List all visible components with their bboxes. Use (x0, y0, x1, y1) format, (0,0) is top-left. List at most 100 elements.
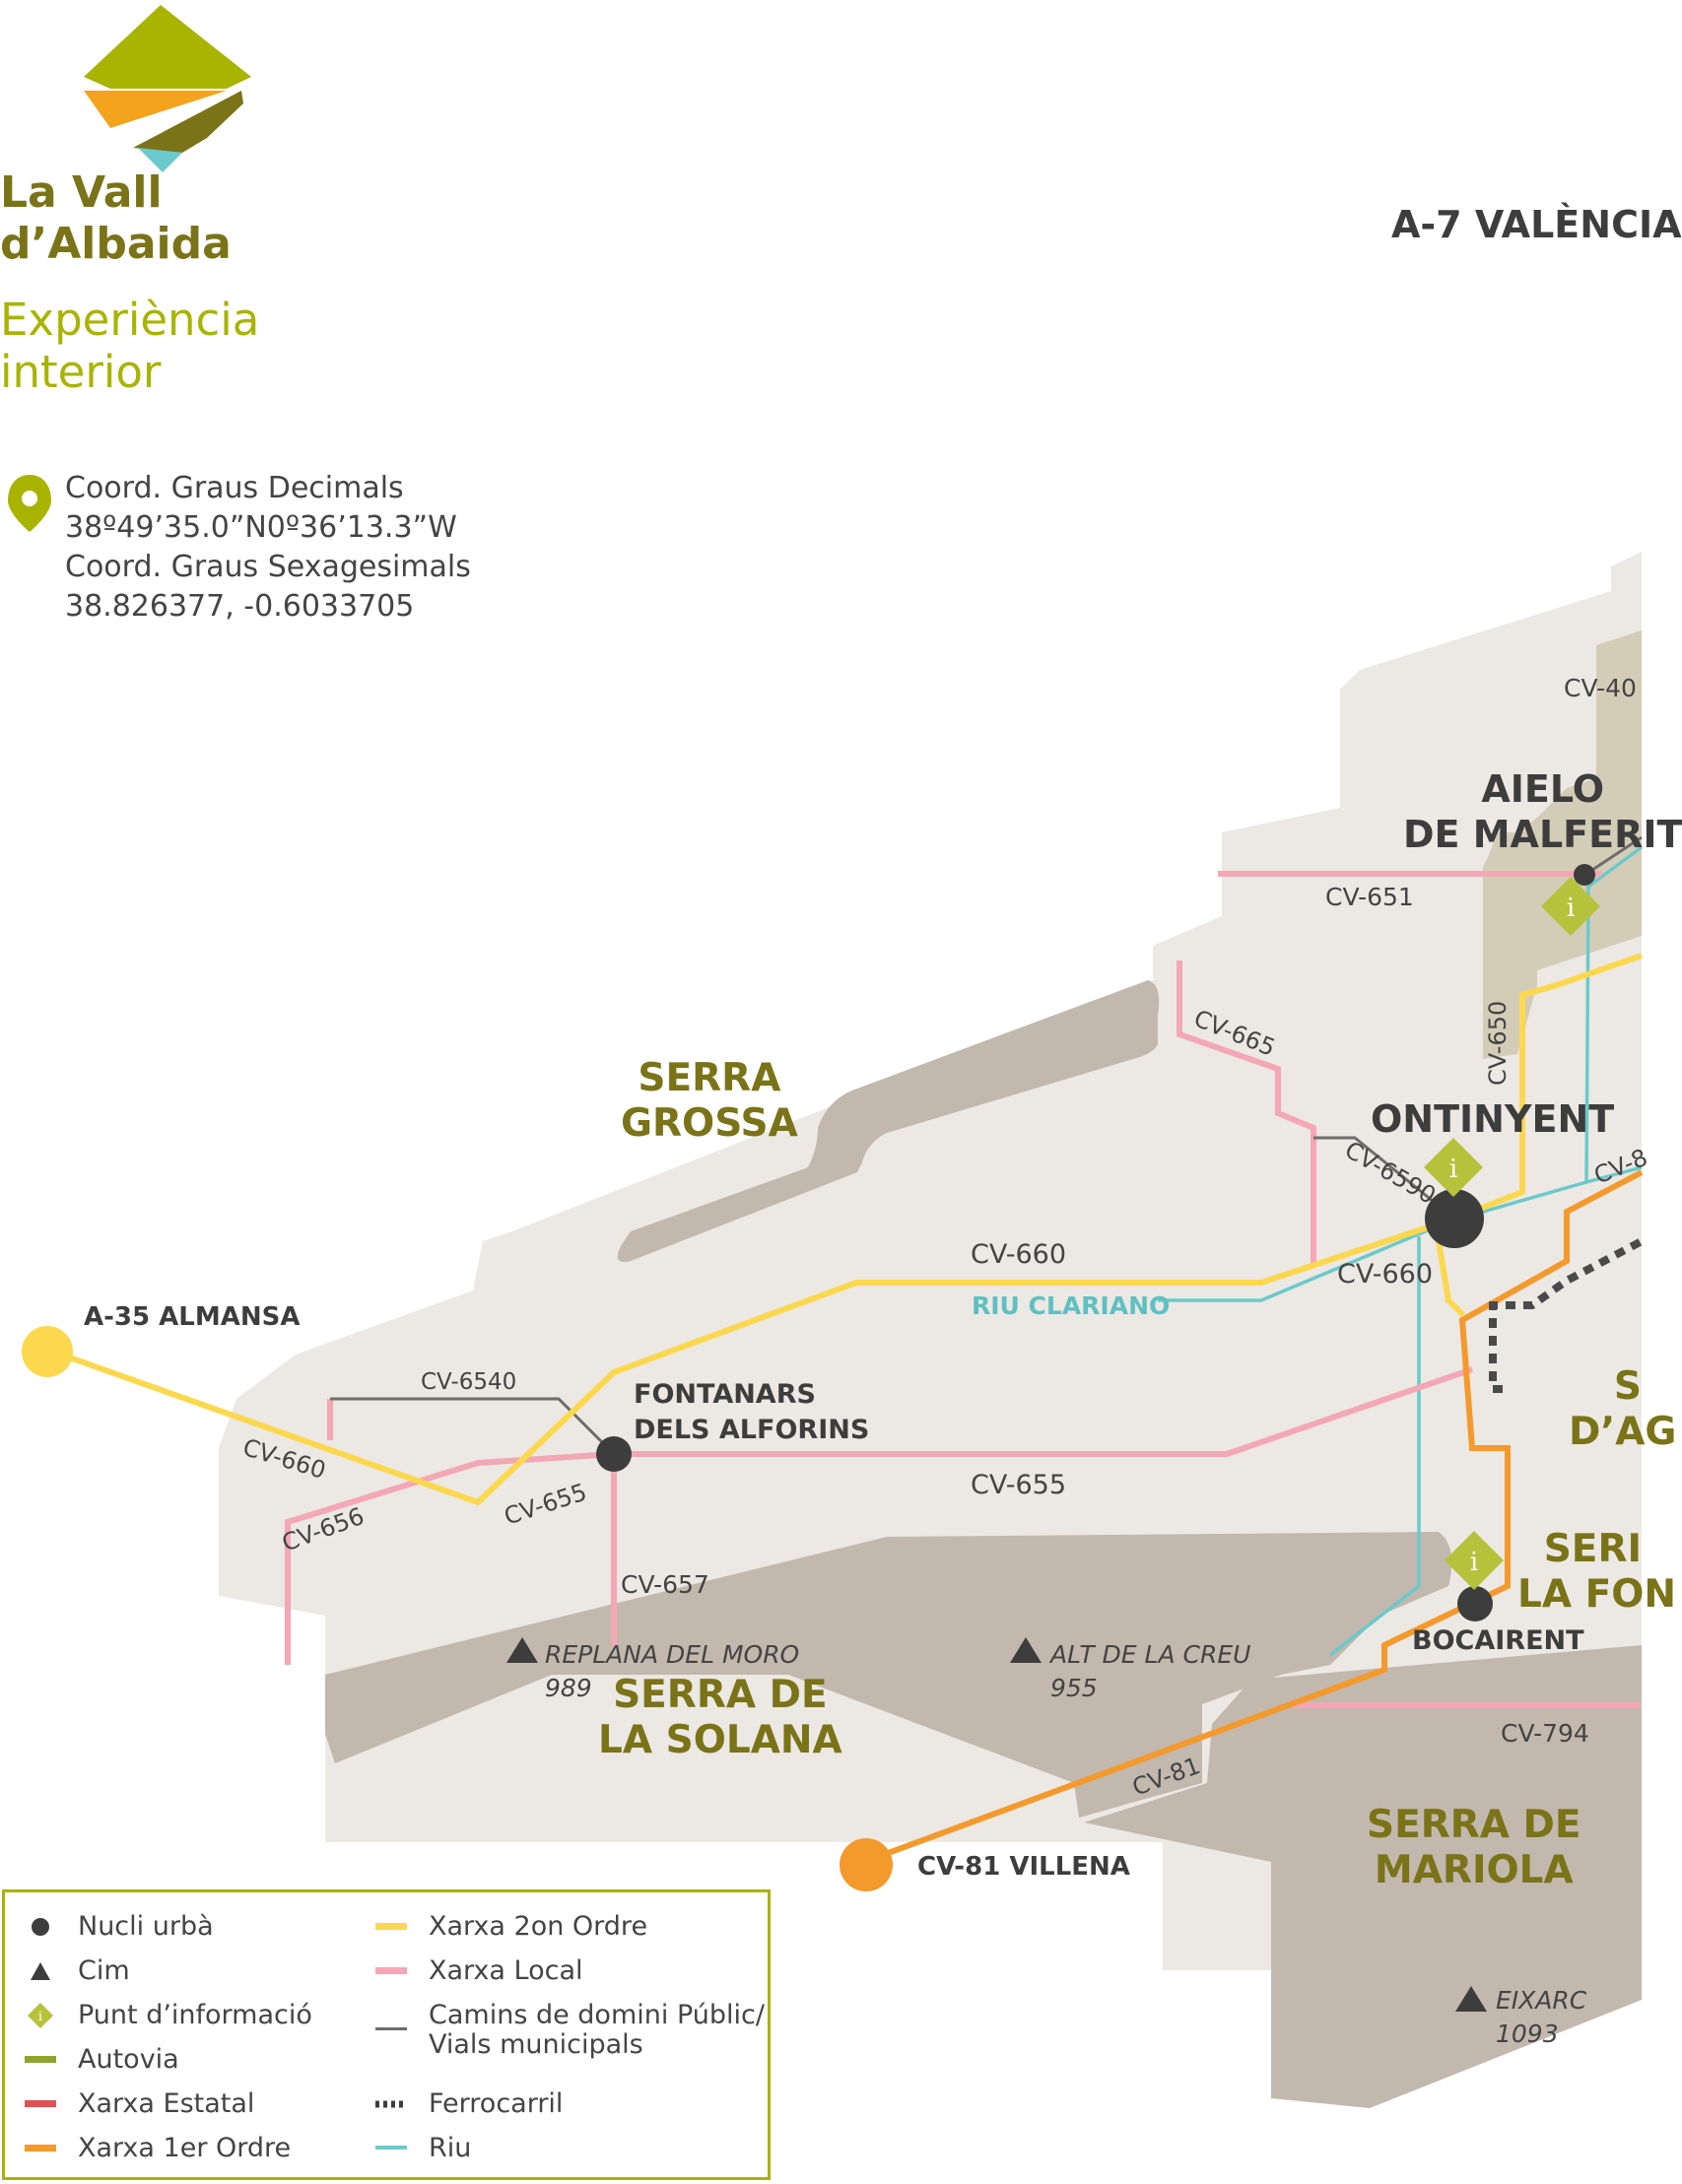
road-label-cv651: CV-651 (1325, 883, 1414, 911)
legend-motorway-label: Autovia (78, 2044, 179, 2075)
svg-text:i: i (1567, 893, 1575, 923)
town-fontanars-line2: DELS ALFORINS (634, 1415, 870, 1445)
legend-motorway: Autovia (21, 2045, 179, 2075)
destination-cv81: CV-81 VILLENA (917, 1852, 1130, 1882)
peak-icon (21, 1956, 60, 1986)
river-line-icon (371, 2134, 411, 2163)
svg-text:i: i (38, 2010, 42, 2024)
svg-text:i: i (1470, 1548, 1478, 1577)
peak-altcreu: ALT DE LA CREU 955 (1050, 1638, 1250, 1705)
state-road-line-icon (21, 2089, 60, 2119)
legend-paths-label: Camins de domini Públic/ Vials municipal… (429, 2001, 765, 2060)
second-order-line-icon (371, 1912, 411, 1942)
legend-first-label: Xarxa 1er Ordre (78, 2133, 292, 2163)
first-order-road-lines (862, 1169, 1644, 1865)
sierra-fontanella-line1: SERI (1543, 1527, 1642, 1571)
sierra-agullent: S D’AG (1569, 1364, 1677, 1455)
brand-tagline-line2: interior (0, 346, 162, 398)
railway-line (1489, 1237, 1644, 1393)
first-order-line-icon (21, 2134, 60, 2163)
coordinates-block: Coord. Graus Decimals 38º49’35.0”N0º36’1… (65, 469, 471, 627)
sierra-solana-line1: SERRA DE (613, 1673, 828, 1717)
legend-info-label: Punt d’informació (78, 2000, 312, 2030)
town-bocairent: BOCAIRENT (1412, 1625, 1584, 1656)
peak-eixarc: EIXARC 1093 (1496, 1984, 1586, 2051)
railway-line-icon (371, 2089, 411, 2119)
legend-state-label: Xarxa Estatal (78, 2088, 255, 2119)
road-label-cv660b: CV-660 (971, 1239, 1067, 1270)
peak-icon-altcreu (1010, 1637, 1042, 1663)
ontinyent-dot (1425, 1189, 1484, 1248)
brand-name-line2: d’Albaida (0, 219, 232, 269)
svg-text:i: i (1449, 1155, 1457, 1184)
info-diamond-icon: i (21, 2001, 60, 2030)
sierra-mariola: SERRA DE MARIOLA (1367, 1803, 1581, 1893)
legend-urban: Nucli urbà (21, 1912, 214, 1942)
secondary-road-lines (45, 953, 1643, 1506)
region-map: i i i CV-650 CV-665 CV-6590 CV-660 CV-65… (8, 5, 1651, 2108)
legend-local-label: Xarxa Local (429, 1955, 583, 1986)
motorway-line-icon (21, 2045, 60, 2075)
sierra-grossa-line1: SERRA (638, 1056, 781, 1100)
legend-river-label: Riu (429, 2133, 472, 2163)
peak-icon-replana (506, 1637, 538, 1663)
road-label-cv650: CV-650 (1484, 1001, 1512, 1086)
legend-river: Riu (371, 2134, 471, 2163)
road-label-cv660c: CV-660 (1337, 1259, 1434, 1290)
peak-replana: REPLANA DEL MORO 989 (545, 1638, 799, 1705)
local-road-line-icon (371, 1956, 411, 1986)
legend-info: i Punt d’informació (21, 2001, 312, 2030)
road-label-cv794: CV-794 (1501, 1719, 1589, 1748)
destination-a7: A-7 VALÈNCIA (1391, 203, 1682, 246)
legend-paths: Camins de domini Públic/ Vials municipal… (371, 2001, 765, 2060)
peak-icon-eixarc (1455, 1986, 1487, 2012)
brand-name: La Vall d’Albaida (0, 167, 232, 270)
town-ontinyent: ONTINYENT (1371, 1097, 1615, 1141)
legend-paths-line2: Vials municipals (429, 2029, 643, 2060)
sierra-agullent-line2: D’AG (1569, 1410, 1677, 1454)
river-label: RIU CLARIANO (972, 1291, 1171, 1320)
town-fontanars: FONTANARS DELS ALFORINS (634, 1377, 869, 1448)
coord-line2: 38º49’35.0”N0º36’13.3”W (65, 510, 457, 545)
coord-line1: Coord. Graus Decimals (65, 471, 404, 505)
legend-first: Xarxa 1er Ordre (21, 2134, 291, 2163)
fontanars-dot (596, 1436, 632, 1472)
serra-grossa-area (617, 980, 1160, 1262)
legend-state: Xarxa Estatal (21, 2089, 254, 2119)
legend-rail: Ferrocarril (371, 2089, 563, 2119)
destination-a35: A-35 ALMANSA (84, 1302, 301, 1332)
bocairent-dot (1457, 1586, 1493, 1621)
peak-altcreu-elevation: 955 (1050, 1674, 1098, 1702)
peak-altcreu-name: ALT DE LA CREU (1050, 1640, 1251, 1669)
peak-replana-name: REPLANA DEL MORO (545, 1640, 800, 1669)
town-aielo-line1: AIELO (1481, 767, 1605, 811)
sierra-fontanella-line2: LA FON (1517, 1572, 1677, 1617)
info-point-aielo: i (1541, 877, 1600, 936)
peak-eixarc-name: EIXARC (1496, 1986, 1587, 2015)
brand-logo (84, 5, 251, 172)
legend-paths-line1: Camins de domini Públic/ (429, 2000, 765, 2030)
coord-line3: Coord. Graus Sexagesimals (65, 550, 471, 584)
legend-peak-label: Cim (78, 1955, 130, 1986)
info-point-ontinyent: i (1424, 1138, 1483, 1197)
peak-replana-elevation: 989 (545, 1674, 592, 1702)
brand-tagline: Experiència interior (0, 294, 259, 398)
coord-line4: 38.826377, -0.6033705 (65, 589, 415, 624)
legend-peak: Cim (21, 1956, 130, 1986)
info-point-bocairent: i (1445, 1531, 1504, 1590)
legend-urban-label: Nucli urbà (78, 1911, 214, 1942)
town-aielo-line2: DE MALFERIT (1403, 813, 1682, 856)
legend-second-label: Xarxa 2on Ordre (429, 1911, 648, 1942)
sierra-grossa: SERRA GROSSA (621, 1056, 798, 1147)
brand-tagline-line1: Experiència (0, 294, 260, 346)
cv81-endpoint (840, 1838, 893, 1891)
legend-local: Xarxa Local (371, 1956, 583, 1986)
sierra-mariola-line2: MARIOLA (1374, 1848, 1574, 1892)
road-label-cv657: CV-657 (621, 1570, 709, 1599)
sierra-fontanella: SERI LA FON (1517, 1527, 1677, 1618)
peak-eixarc-elevation: 1093 (1496, 2019, 1559, 2048)
sierra-mariola-line1: SERRA DE (1367, 1803, 1581, 1847)
sierra-agullent-line1: S (1613, 1364, 1642, 1409)
legend-second: Xarxa 2on Ordre (371, 1912, 647, 1942)
sierra-solana: SERRA DE LA SOLANA (598, 1673, 842, 1763)
